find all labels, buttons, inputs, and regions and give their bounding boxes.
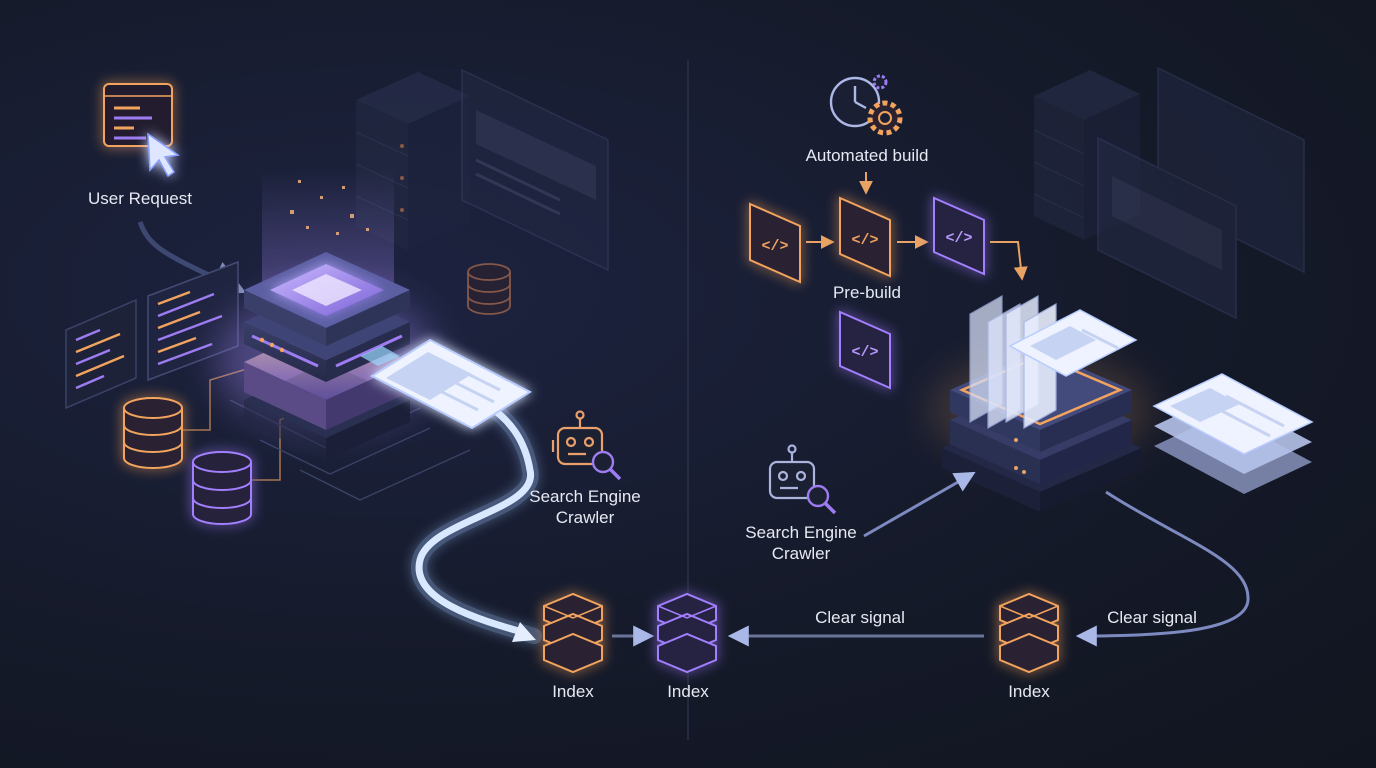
background-browser-windows-right (1097, 66, 1305, 320)
magnifier-icon-left (591, 450, 622, 481)
label-crawler-right: Search Engine Crawler (736, 522, 866, 564)
code-icon-purple-2: </> (839, 310, 891, 390)
background-browser-window-left (461, 68, 609, 272)
code-icon-purple-1: </> (933, 196, 985, 276)
cursor-icon (147, 132, 180, 178)
svg-text:</>: </> (761, 238, 788, 255)
user-request-browser-icon (103, 83, 173, 147)
render-flow-arrowhead (512, 622, 536, 642)
server-to-index-arrow (1075, 490, 1250, 647)
label-crawler-left-line2: Crawler (555, 508, 615, 527)
clock-icon (829, 76, 881, 128)
label-crawler-left-line1: Search Engine (529, 487, 641, 506)
label-clear-signal-left: Clear signal (815, 608, 905, 627)
rendered-webpage-card (369, 338, 533, 430)
label-automated-build: Automated build (805, 146, 929, 165)
label-crawler-right-line2: Crawler (771, 544, 831, 563)
svg-text:</>: </> (945, 230, 972, 247)
robot-icon-right (768, 444, 816, 500)
code-panel-small (65, 298, 137, 410)
label-index-middle: Index (667, 682, 709, 701)
gear-icon (867, 74, 903, 136)
index-server-icon-purple (657, 592, 717, 674)
label-index-left: Index (552, 682, 594, 701)
render-output-connector (360, 346, 400, 366)
crawler-to-server-arrow (863, 471, 976, 538)
database-icon-purple (192, 451, 252, 525)
label-index-right: Index (1008, 682, 1050, 701)
database-icon-orange (123, 397, 183, 469)
index-server-icon-orange-left (543, 592, 603, 674)
rendering-server-main (216, 168, 436, 460)
svg-text:</>: </> (851, 344, 878, 361)
label-clear-signal-right: Clear signal (1107, 608, 1197, 627)
webpage-card-stack (1152, 373, 1314, 494)
robot-icon-left (551, 410, 604, 466)
svg-text:</>: </> (851, 232, 878, 249)
database-icon-dim (467, 263, 511, 315)
label-pre-build: Pre-build (832, 283, 902, 302)
magnifier-icon-right (806, 484, 837, 515)
label-crawler-left: Search Engine Crawler (520, 486, 650, 528)
code-icon-orange-2: </> (839, 196, 891, 278)
code-icon-orange-1: </> (749, 202, 801, 284)
prebuilt-pages-stack (969, 294, 1138, 430)
label-user-request: User Request (88, 189, 192, 208)
label-crawler-right-line1: Search Engine (745, 523, 857, 542)
build-arrow-3 (990, 241, 1028, 281)
index-server-icon-orange-right (999, 592, 1059, 674)
